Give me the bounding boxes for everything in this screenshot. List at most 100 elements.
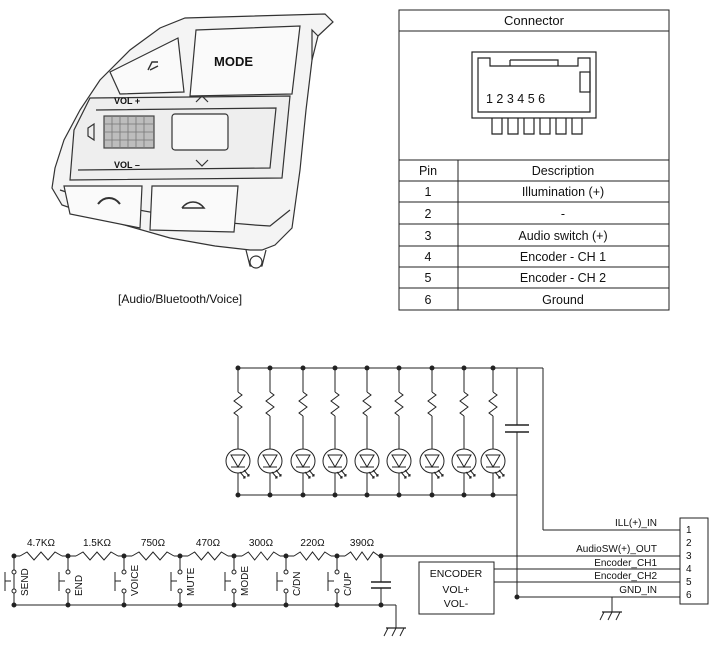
encoder-vol-up: VOL+ bbox=[442, 584, 469, 596]
switch-label: END bbox=[74, 575, 85, 596]
connector-title: Connector bbox=[504, 13, 565, 28]
steering-wheel-switch-illustration: MODE VOL + VOL – bbox=[51, 13, 334, 269]
net-gnd-in: GND_IN bbox=[619, 585, 657, 596]
table-row: 6 Ground bbox=[425, 293, 584, 307]
pin-description: - bbox=[561, 207, 565, 221]
resistor-value: 390Ω bbox=[350, 538, 375, 549]
table-row: 2 - bbox=[425, 207, 566, 221]
switch-label: MUTE bbox=[186, 567, 197, 596]
column-pin-header: Pin bbox=[419, 164, 437, 178]
led-illumination-circuit bbox=[225, 365, 680, 597]
pin-number: 4 bbox=[425, 250, 432, 264]
resistor-symbol bbox=[488, 391, 498, 417]
ladder-parts bbox=[4, 551, 520, 608]
resistor-symbol bbox=[265, 391, 275, 417]
switch-resistor-ladder bbox=[4, 551, 680, 637]
resistor-value: 750Ω bbox=[141, 538, 166, 549]
resistor-symbol bbox=[362, 391, 372, 417]
resistor-value: 300Ω bbox=[249, 538, 274, 549]
light-arrow-icon bbox=[433, 469, 444, 479]
table-row: 5 Encoder - CH 2 bbox=[425, 271, 607, 285]
net-encoder-ch2: Encoder_CH2 bbox=[594, 571, 657, 582]
switch-symbol bbox=[327, 553, 340, 608]
light-arrow-icon bbox=[271, 469, 282, 479]
pin-number: 3 bbox=[425, 229, 432, 243]
switch-symbol bbox=[58, 553, 71, 608]
pin-description: Illumination (+) bbox=[522, 185, 604, 199]
switch-label: SEND bbox=[20, 568, 31, 596]
table-row: 1 Illumination (+) bbox=[425, 185, 605, 199]
led-branch bbox=[322, 365, 348, 498]
resistor-symbol bbox=[187, 551, 229, 561]
pin-2: 2 bbox=[686, 538, 692, 549]
table-row: 3 Audio switch (+) bbox=[425, 229, 608, 243]
resistor-symbol bbox=[233, 391, 243, 417]
light-arrow-icon bbox=[239, 469, 250, 479]
net-wires bbox=[494, 568, 680, 621]
net-ill-in: ILL(+)_IN bbox=[615, 518, 657, 529]
led-branch bbox=[480, 365, 506, 498]
pin-3: 3 bbox=[686, 551, 692, 562]
led-branch bbox=[354, 365, 380, 498]
resistor-symbol bbox=[19, 551, 63, 561]
pin-number: 2 bbox=[425, 207, 432, 221]
led-branch bbox=[386, 365, 412, 498]
pin-number: 6 bbox=[425, 293, 432, 307]
pin-5: 5 bbox=[686, 577, 692, 588]
light-arrow-icon bbox=[494, 469, 505, 479]
resistor-symbol bbox=[344, 551, 380, 561]
resistor-symbol bbox=[459, 391, 469, 417]
pin-description: Ground bbox=[542, 293, 584, 307]
resistor-value: 1.5KΩ bbox=[83, 538, 112, 549]
resistor-symbol bbox=[75, 551, 119, 561]
pin-number: 5 bbox=[425, 271, 432, 285]
table-row: 4 Encoder - CH 1 bbox=[425, 250, 607, 264]
switch-symbol bbox=[170, 553, 183, 608]
switch-label: C/UP bbox=[343, 572, 354, 596]
pin-4: 4 bbox=[686, 564, 692, 575]
led-columns bbox=[225, 365, 506, 498]
light-arrow-icon bbox=[368, 469, 379, 479]
switch-symbol bbox=[224, 553, 237, 608]
resistor-symbol bbox=[330, 391, 340, 417]
encoder-vol-down: VOL- bbox=[444, 598, 469, 610]
vol-up-label: VOL + bbox=[114, 96, 140, 106]
wheel-caption: [Audio/Bluetooth/Voice] bbox=[118, 292, 242, 306]
encoder-block: ENCODER VOL+ VOL- bbox=[418, 561, 495, 615]
mode-label: MODE bbox=[214, 54, 253, 69]
resistor-symbol bbox=[131, 551, 175, 561]
led-branch bbox=[451, 365, 477, 498]
pin-description: Encoder - CH 1 bbox=[520, 250, 606, 264]
pin-description: Encoder - CH 2 bbox=[520, 271, 606, 285]
led-branch bbox=[290, 365, 316, 498]
net-encoder-ch1: Encoder_CH1 bbox=[594, 558, 657, 569]
resistor-value: 220Ω bbox=[300, 538, 325, 549]
pin-1: 1 bbox=[686, 525, 692, 536]
led-branch bbox=[419, 365, 445, 498]
vol-down-label: VOL – bbox=[114, 160, 140, 170]
resistor-symbol bbox=[293, 551, 332, 561]
net-audiosw-out: AudioSW(+)_OUT bbox=[576, 544, 657, 555]
output-connector: 1 2 3 4 5 6 bbox=[679, 517, 709, 605]
light-arrow-icon bbox=[465, 469, 476, 479]
switch-label: MODE bbox=[240, 566, 251, 596]
resistor-value: 4.7KΩ bbox=[27, 538, 56, 549]
resistor-value: 470Ω bbox=[196, 538, 221, 549]
pin-number: 1 bbox=[425, 185, 432, 199]
switch-label: C/DN bbox=[292, 572, 303, 596]
resistor-symbol bbox=[427, 391, 437, 417]
connector-drawing bbox=[471, 51, 597, 135]
net-labels: ILL(+)_IN AudioSW(+)_OUT Encoder_CH1 Enc… bbox=[576, 518, 657, 596]
resistor-symbol bbox=[241, 551, 281, 561]
encoder-title: ENCODER bbox=[430, 568, 483, 580]
switch-symbol bbox=[276, 553, 289, 608]
resistor-symbol bbox=[298, 391, 308, 417]
connector-table: Connector 1 2 3 4 5 6 Pin Description 1 … bbox=[398, 9, 670, 311]
light-arrow-icon bbox=[336, 469, 347, 479]
column-description-header: Description bbox=[532, 164, 595, 178]
switch-symbol bbox=[4, 553, 17, 608]
connector-pin-numbers: 1 2 3 4 5 6 bbox=[486, 92, 545, 106]
pin-6: 6 bbox=[686, 590, 692, 601]
pin-description: Audio switch (+) bbox=[518, 229, 607, 243]
